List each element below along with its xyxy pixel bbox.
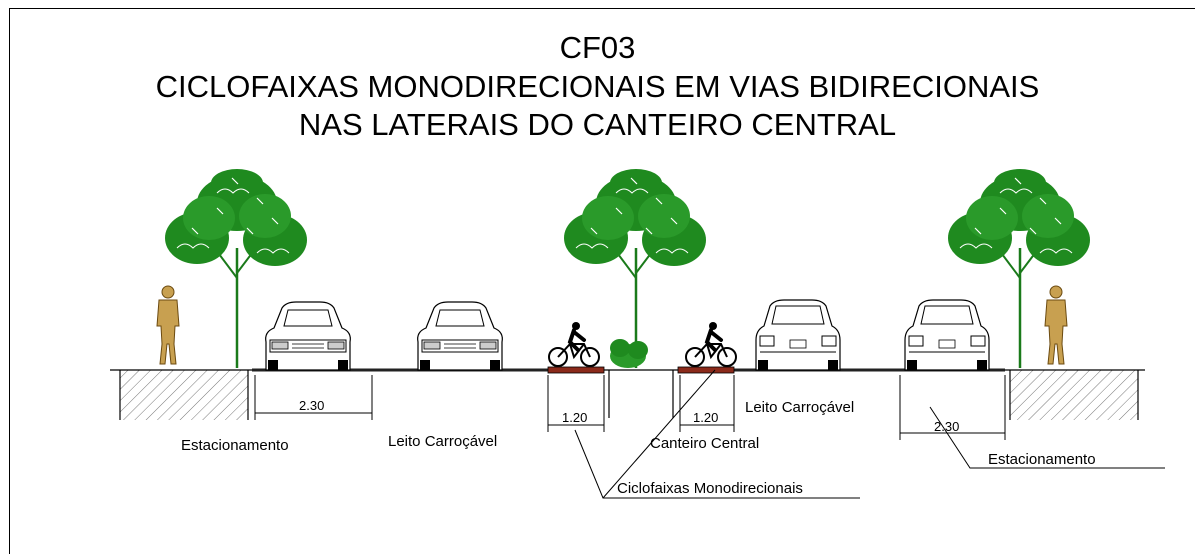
dimension-parking-left [254, 375, 373, 420]
title-line-1: CICLOFAIXAS MONODIRECIONAIS EM VIAS BIDI… [155, 69, 1040, 104]
dimension-bike-right [679, 375, 735, 432]
label-estacionamento-left: Estacionamento [181, 437, 289, 454]
label-estacionamento-right: Estacionamento [988, 451, 1096, 468]
label-ciclofaixas: Ciclofaixas Monodirecionais [617, 480, 803, 497]
label-canteiro-central: Canteiro Central [650, 435, 760, 452]
drawing-code: CF03 [559, 30, 636, 65]
bike-lane-right [677, 366, 735, 374]
dimension-bike-left [547, 375, 605, 432]
dimension-parking-right [899, 375, 1006, 440]
dimension-label-bike-right: 1.20 [693, 410, 719, 425]
car-lane-right-icon [755, 299, 841, 371]
car-parked-right-icon [904, 299, 990, 371]
car-lane-left-icon [417, 301, 503, 371]
bike-lane-left [547, 366, 605, 374]
title-line-2: NAS LATERAIS DO CANTEIRO CENTRAL [298, 107, 897, 142]
dimension-label-bike-left: 1.20 [562, 410, 588, 425]
shrub-icon [610, 339, 648, 368]
leader-lines [574, 369, 1165, 499]
car-parked-left-icon [265, 301, 351, 371]
pedestrian-right-icon [1044, 285, 1068, 365]
sidewalk-right [1003, 369, 1145, 420]
median [604, 369, 678, 418]
label-leito-left: Leito Carroçável [388, 433, 498, 450]
tree-center-icon [562, 167, 708, 370]
drawing-frame [9, 8, 1195, 554]
sidewalk-left [110, 369, 255, 420]
bicycle-right-icon [684, 320, 738, 368]
dimension-label-parking-right: 2.30 [934, 419, 960, 434]
label-leito-right: Leito Carroçável [745, 399, 855, 416]
pedestrian-left-icon [156, 285, 180, 365]
bicycle-left-icon [547, 320, 601, 368]
dimension-label-parking-left: 2.30 [299, 398, 325, 413]
